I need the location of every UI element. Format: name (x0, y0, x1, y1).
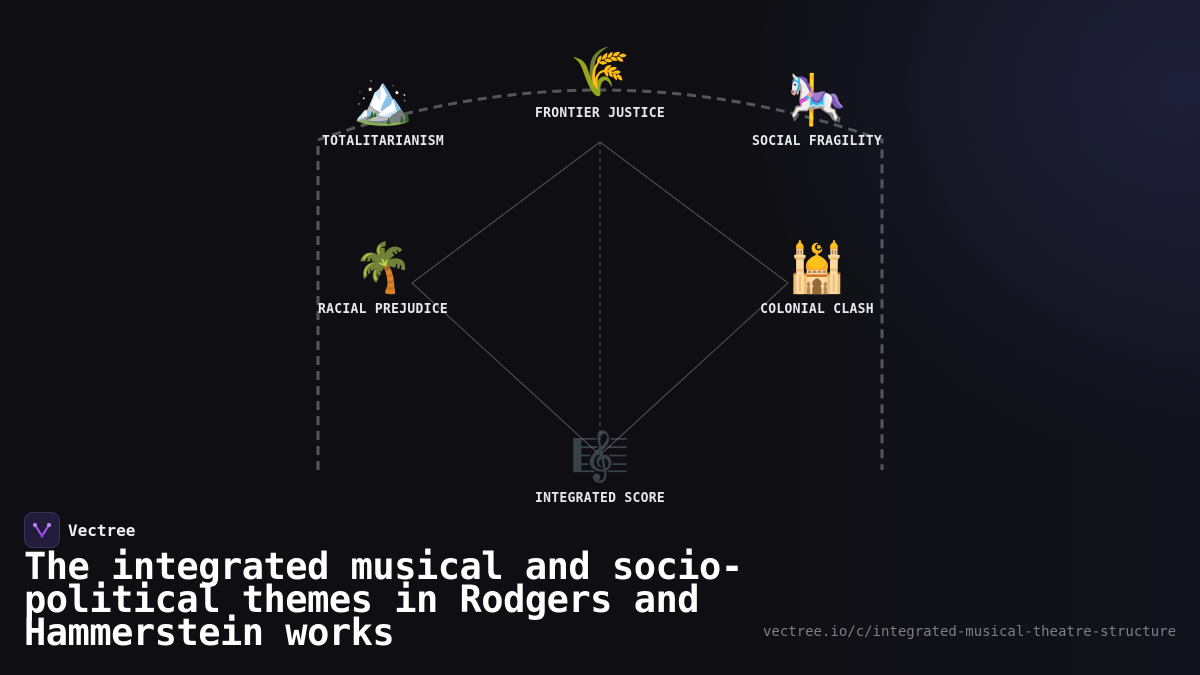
node-racial-prejudice: 🌴 RACIAL PREJUDICE (293, 240, 473, 317)
node-label: INTEGRATED SCORE (534, 491, 666, 506)
page-title: The integrated musical and socio-politic… (24, 545, 743, 654)
musical-score-icon: 🎼 (570, 429, 630, 485)
node-label: RACIAL PREJUDICE (317, 302, 449, 317)
source-url[interactable]: vectree.io/c/integrated-musical-theatre-… (762, 624, 1176, 640)
palm-tree-icon: 🌴 (353, 240, 413, 296)
brand-name: Vectree (68, 520, 136, 540)
node-frontier-justice: 🌾 FRONTIER JUSTICE (510, 44, 690, 121)
node-totalitarianism: 🏔️ TOTALITARIANISM (293, 72, 473, 149)
node-label: TOTALITARIANISM (322, 134, 444, 149)
node-label: COLONIAL CLASH (760, 302, 874, 317)
node-social-fragility: 🎠 SOCIAL FRAGILITY (727, 72, 907, 149)
carousel-horse-icon: 🎠 (787, 72, 847, 128)
connector-diamond (411, 141, 789, 456)
mosque-icon: 🕌 (787, 240, 847, 296)
vectree-logo-icon (24, 512, 60, 548)
sheaf-of-rice-icon: 🌾 (570, 44, 630, 100)
dashed-arch (316, 88, 884, 470)
brand: Vectree (24, 512, 135, 548)
node-colonial-clash: 🕌 COLONIAL CLASH (727, 240, 907, 317)
node-label: SOCIAL FRAGILITY (751, 134, 883, 149)
snow-capped-mountain-icon: 🏔️ (353, 72, 413, 128)
node-integrated-score: 🎼 INTEGRATED SCORE (510, 429, 690, 506)
node-label: FRONTIER JUSTICE (534, 106, 666, 121)
